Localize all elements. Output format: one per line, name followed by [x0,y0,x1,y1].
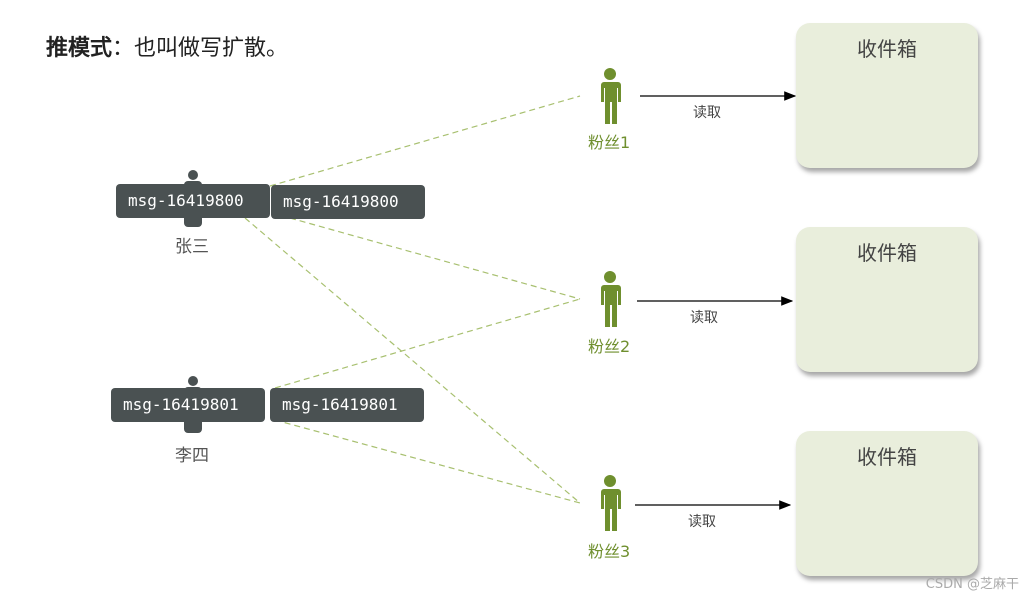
inbox-label: 收件箱 [857,241,917,265]
fanout-line [244,217,581,504]
page-title: 推模式：也叫做写扩散。 [46,36,289,61]
read-label: 读取 [693,105,721,121]
inbox-label: 收件箱 [857,37,917,61]
inbox-box: 收件箱 [796,227,978,372]
fan-person-icon [601,475,621,531]
fanout-line [274,298,581,389]
fan-person-icon [601,68,621,124]
inbox-box: 收件箱 [796,23,978,168]
inbox-box: 收件箱 [796,431,978,576]
watermark: CSDN @芝麻干 [925,577,1019,592]
message-badge: msg-16419801 [270,388,424,422]
fan-name: 粉丝3 [588,542,631,561]
read-label: 读取 [688,514,716,530]
inbox-label: 收件箱 [857,445,917,469]
read-label: 读取 [690,310,718,326]
message-badge: msg-16419800 [116,184,270,218]
fanout-line [289,217,581,300]
fan-name: 粉丝1 [588,133,631,152]
fan-person-icon [601,271,621,327]
fanout-line [274,419,581,504]
fan-name: 粉丝2 [588,337,631,356]
fanout-line [269,95,581,187]
sender-name: 李四 [175,446,209,466]
message-badge: msg-16419801 [111,388,265,422]
message-badge: msg-16419800 [271,185,425,219]
sender-name: 张三 [175,237,209,257]
